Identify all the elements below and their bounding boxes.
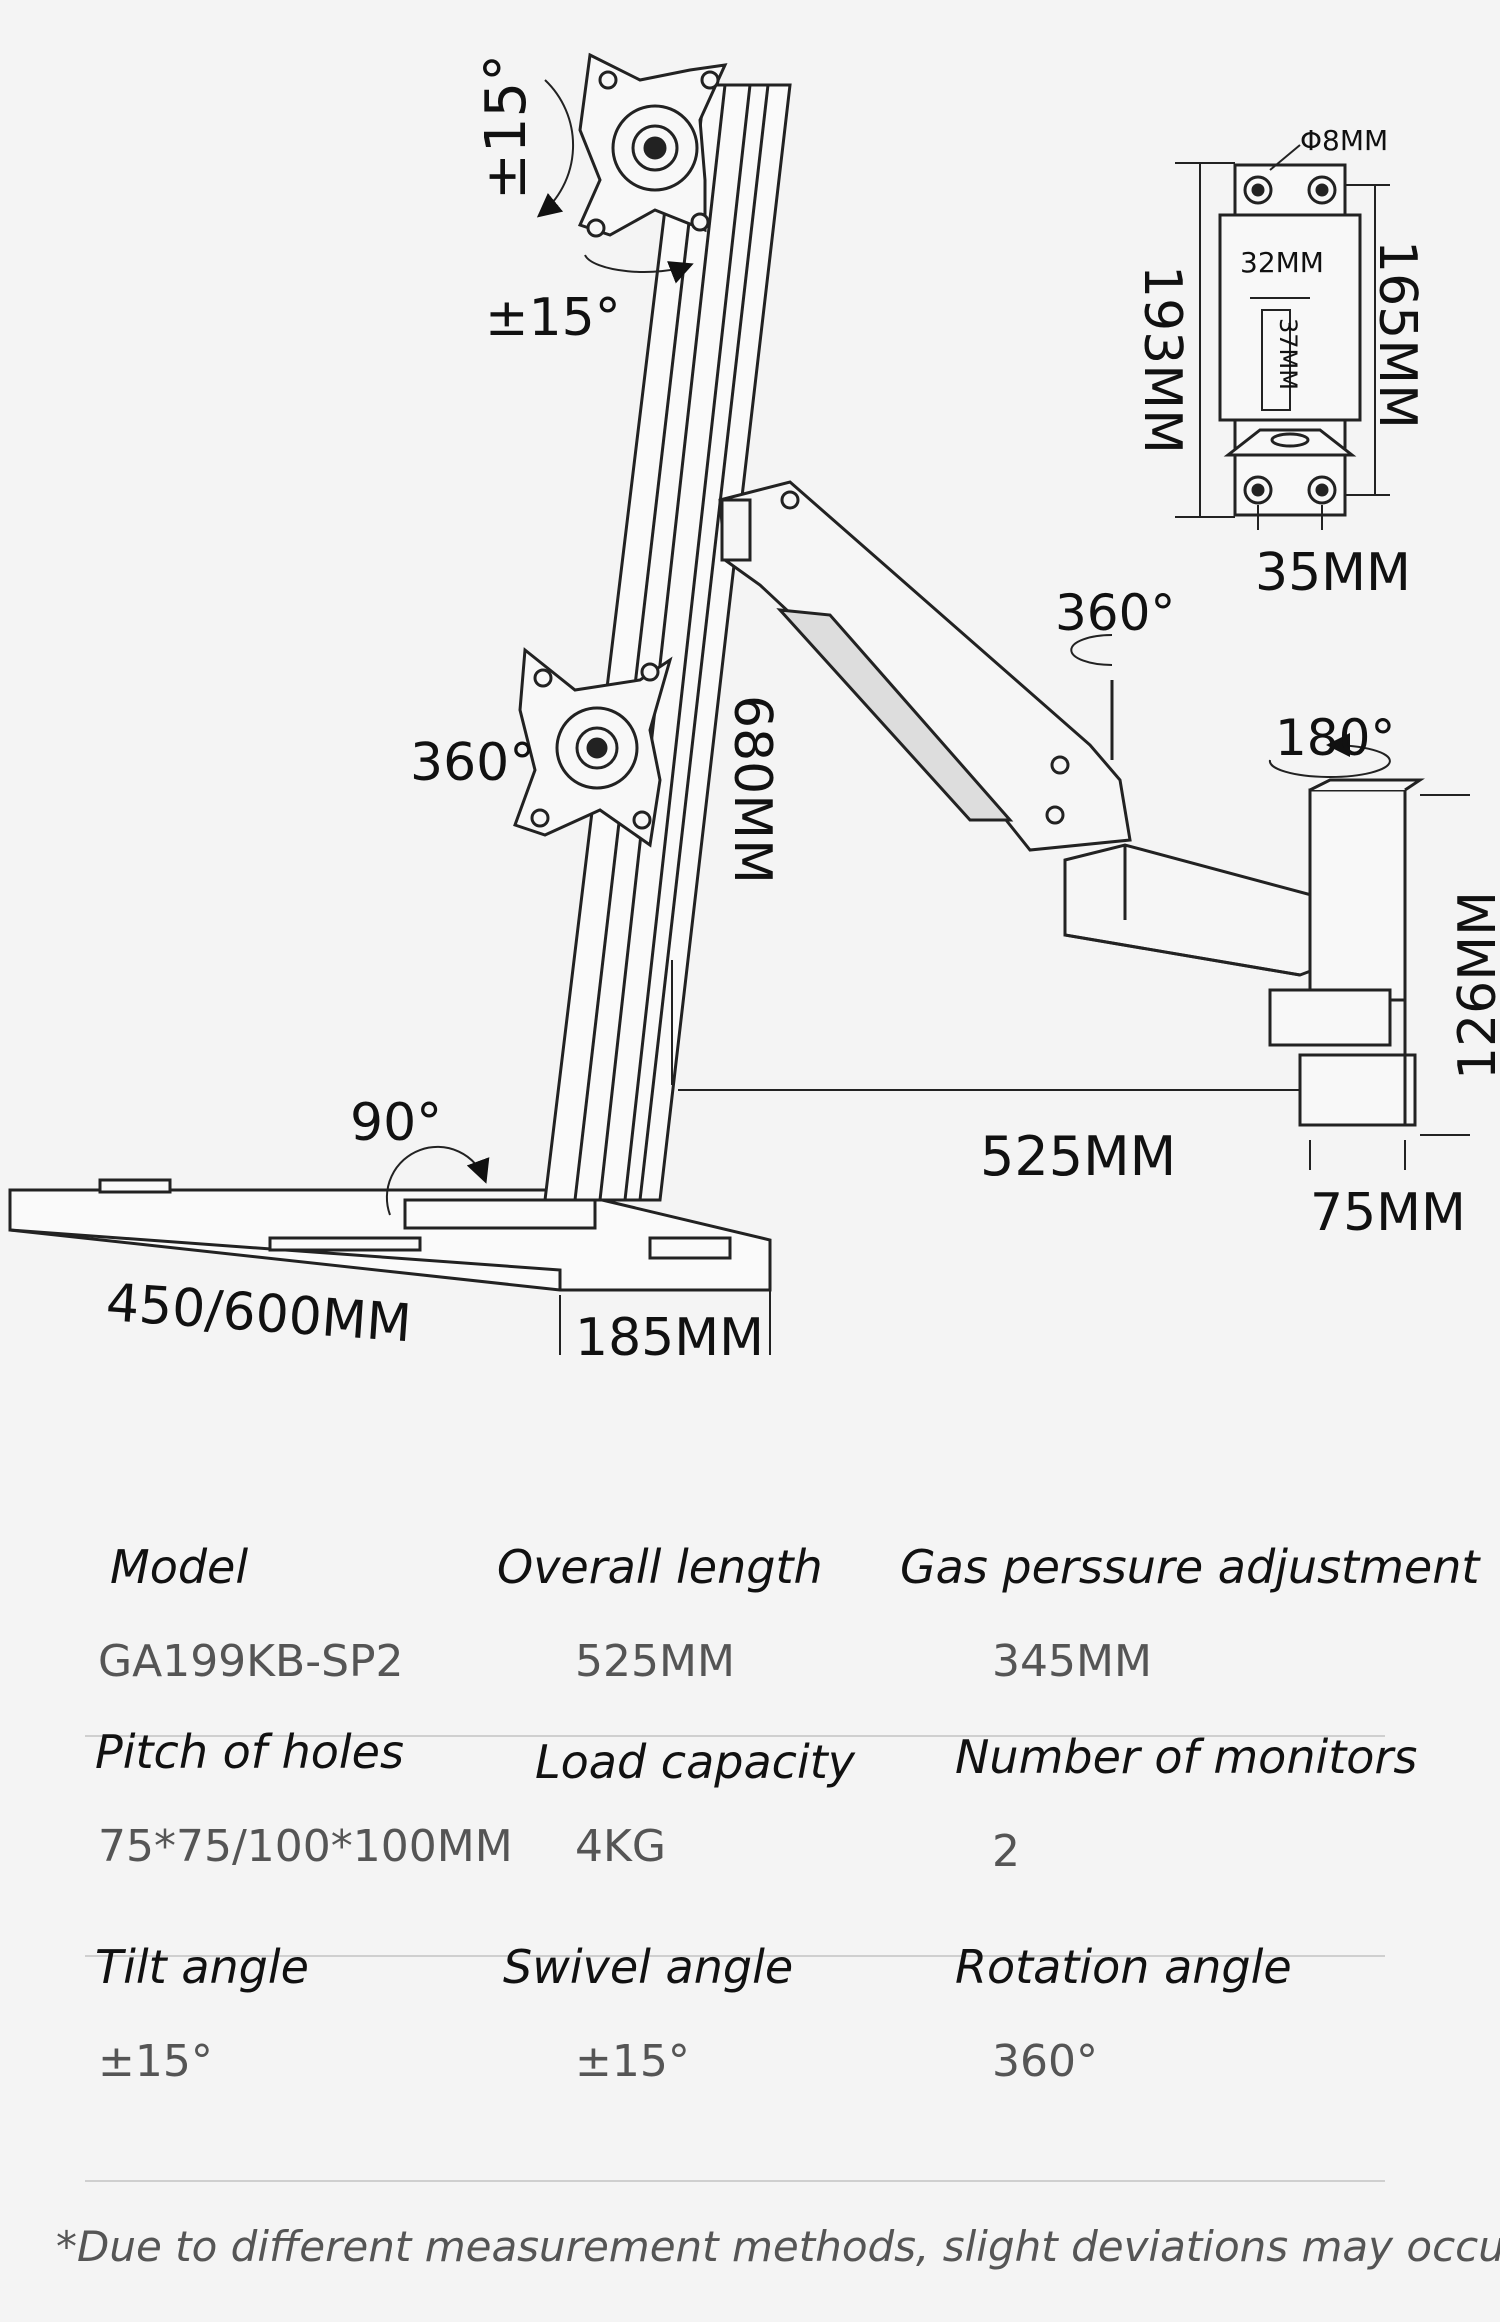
spec-value: ±15° (98, 2036, 213, 2087)
vertical-pole (543, 83, 792, 1202)
plate-slot-width-label: 32MM (1240, 246, 1324, 279)
pole-height-label: 680MM (722, 695, 782, 884)
gas-spring-arm (718, 480, 1132, 852)
clamp-height-label: 126MM (1448, 891, 1500, 1080)
spec-value: ±15° (575, 2036, 690, 2087)
spec-gas-pressure: Gas perssure adjustment 345MM (900, 1540, 1479, 1687)
spec-model: Model GA199KB-SP2 (98, 1540, 404, 1687)
spec-rotation-angle: Rotation angle 360° (955, 1940, 1292, 2087)
spec-label: Swivel angle (503, 1940, 794, 1994)
footnote: *Due to different measurement methods, s… (56, 2222, 1500, 2271)
spec-load-capacity: Load capacity 4KG (535, 1735, 855, 1872)
product-diagram: ±15° ±15° 360° 680MM 90° 450/600MM 185MM… (8, 52, 1500, 1368)
rotation-dim-label: 360° (410, 733, 535, 793)
plate-inner-height-label: 165MM (1367, 240, 1427, 429)
plate-hole-label: Φ8MM (1300, 124, 1388, 157)
spec-label: Pitch of holes (95, 1725, 404, 1779)
spec-label: Gas perssure adjustment (900, 1540, 1480, 1594)
divider (85, 1735, 1385, 1737)
base-angle-label: 90° (350, 1093, 442, 1153)
plate-dimension-lines (1175, 144, 1390, 530)
spec-row-2: Pitch of holes 75*75/100*100MM Load capa… (0, 1725, 1500, 1980)
plate-hole-spacing-label: 35MM (1255, 543, 1411, 603)
desk-base (8, 1178, 772, 1292)
tilt-dim-label: ±15° (474, 54, 539, 200)
upper-vesa-mount (577, 52, 728, 238)
spec-value: GA199KB-SP2 (98, 1636, 404, 1687)
spec-overall-length: Overall length 525MM (497, 1540, 823, 1687)
base-dimension-lines (385, 1145, 771, 1355)
spec-value: 4KG (575, 1821, 666, 1872)
spec-pitch-of-holes: Pitch of holes 75*75/100*100MM (95, 1725, 513, 1872)
wall-clamp (1268, 778, 1425, 1127)
clamp-width-label: 75MM (1310, 1183, 1466, 1243)
reach-dimension-lines (678, 794, 1470, 1170)
arm-swivel-label: 360° (1055, 584, 1175, 642)
lower-arm (1063, 843, 1342, 977)
spec-value: 75*75/100*100MM (98, 1821, 513, 1872)
plate-outer-height-label: 193MM (1132, 265, 1192, 454)
spec-tilt-angle: Tilt angle ±15° (95, 1940, 309, 2087)
spec-label: Overall length (497, 1540, 823, 1594)
base-depth-label: 185MM (575, 1308, 764, 1368)
spec-value: 345MM (992, 1636, 1152, 1687)
spec-number-of-monitors: Number of monitors 2 (955, 1730, 1417, 1877)
lower-vesa-mount (513, 647, 673, 848)
arm-swivel-arrow (1070, 634, 1113, 666)
spec-label: Number of monitors (955, 1730, 1418, 1784)
spec-row-1: Model GA199KB-SP2 Overall length 525MM G… (0, 1540, 1500, 1740)
spec-value: 525MM (575, 1636, 735, 1687)
plate-slot-height-label: 37MM (1274, 318, 1302, 390)
reach-label: 525MM (980, 1125, 1176, 1188)
tilt-arrow (536, 79, 575, 218)
spec-value: 360° (992, 2036, 1098, 2087)
mounting-plate-detail (1218, 163, 1362, 517)
swivel-arrow (584, 254, 694, 284)
spec-label: Model (110, 1540, 249, 1594)
divider (85, 2180, 1385, 2182)
spec-label: Tilt angle (95, 1940, 309, 1994)
spec-row-3: Tilt angle ±15° Swivel angle ±15° Rotati… (0, 1940, 1500, 2200)
spec-value: 2 (992, 1826, 1020, 1877)
swivel-dim-label: ±15° (485, 288, 621, 348)
spec-swivel-angle: Swivel angle ±15° (503, 1940, 793, 2087)
clamp-swivel-arrow (1268, 733, 1391, 778)
base-width-label: 450/600MM (104, 1273, 413, 1354)
spec-label: Load capacity (535, 1735, 855, 1789)
spec-label: Rotation angle (955, 1940, 1292, 1994)
divider (85, 1955, 1385, 1957)
clamp-swivel-label: 180° (1275, 709, 1395, 767)
